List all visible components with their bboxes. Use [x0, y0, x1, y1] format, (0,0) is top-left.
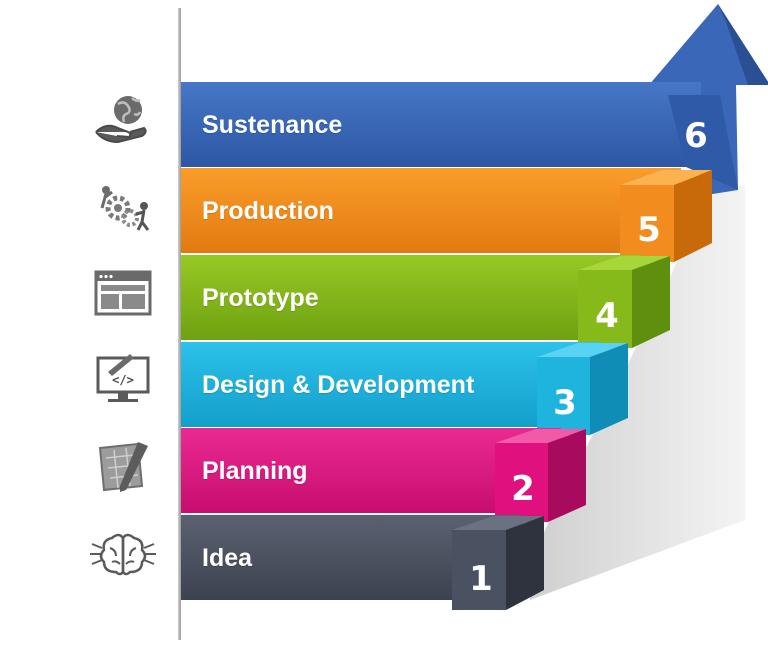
step-label-2: Planning: [202, 457, 308, 485]
step-block-2: [495, 443, 548, 522]
step-bar-6: [181, 82, 701, 167]
step-block-3: [537, 357, 590, 435]
step-number-6: 6: [684, 116, 708, 156]
step-bar-5: [181, 168, 681, 253]
step-label-3: Design & Development: [202, 371, 475, 399]
svg-text:</>: </>: [112, 373, 134, 387]
step-block-5: [620, 185, 674, 262]
step-number-3: 3: [553, 383, 577, 423]
step-number-1: 1: [469, 559, 493, 599]
worker-gears-icon: [88, 178, 158, 236]
step-number-4: 4: [595, 296, 619, 336]
step-block-1: [452, 530, 506, 610]
blueprint-icon: [88, 438, 158, 496]
code-monitor-icon: </>: [88, 350, 158, 408]
step-block-4: [578, 270, 632, 348]
step-label-1: Idea: [202, 544, 253, 572]
step-number-5: 5: [637, 210, 661, 250]
vertical-divider: [178, 8, 181, 640]
step-block-6: [668, 95, 738, 190]
step-bar-3: [181, 342, 601, 427]
step-label-6: Sustenance: [202, 111, 343, 139]
layout-window-icon: [88, 264, 158, 322]
hand-globe-icon: [88, 92, 158, 150]
step-bar-4: [181, 255, 641, 340]
brain-icon: [88, 524, 158, 582]
step-number-2: 2: [511, 469, 535, 509]
step-label-4: Prototype: [202, 284, 319, 312]
step-label-5: Production: [202, 197, 334, 225]
